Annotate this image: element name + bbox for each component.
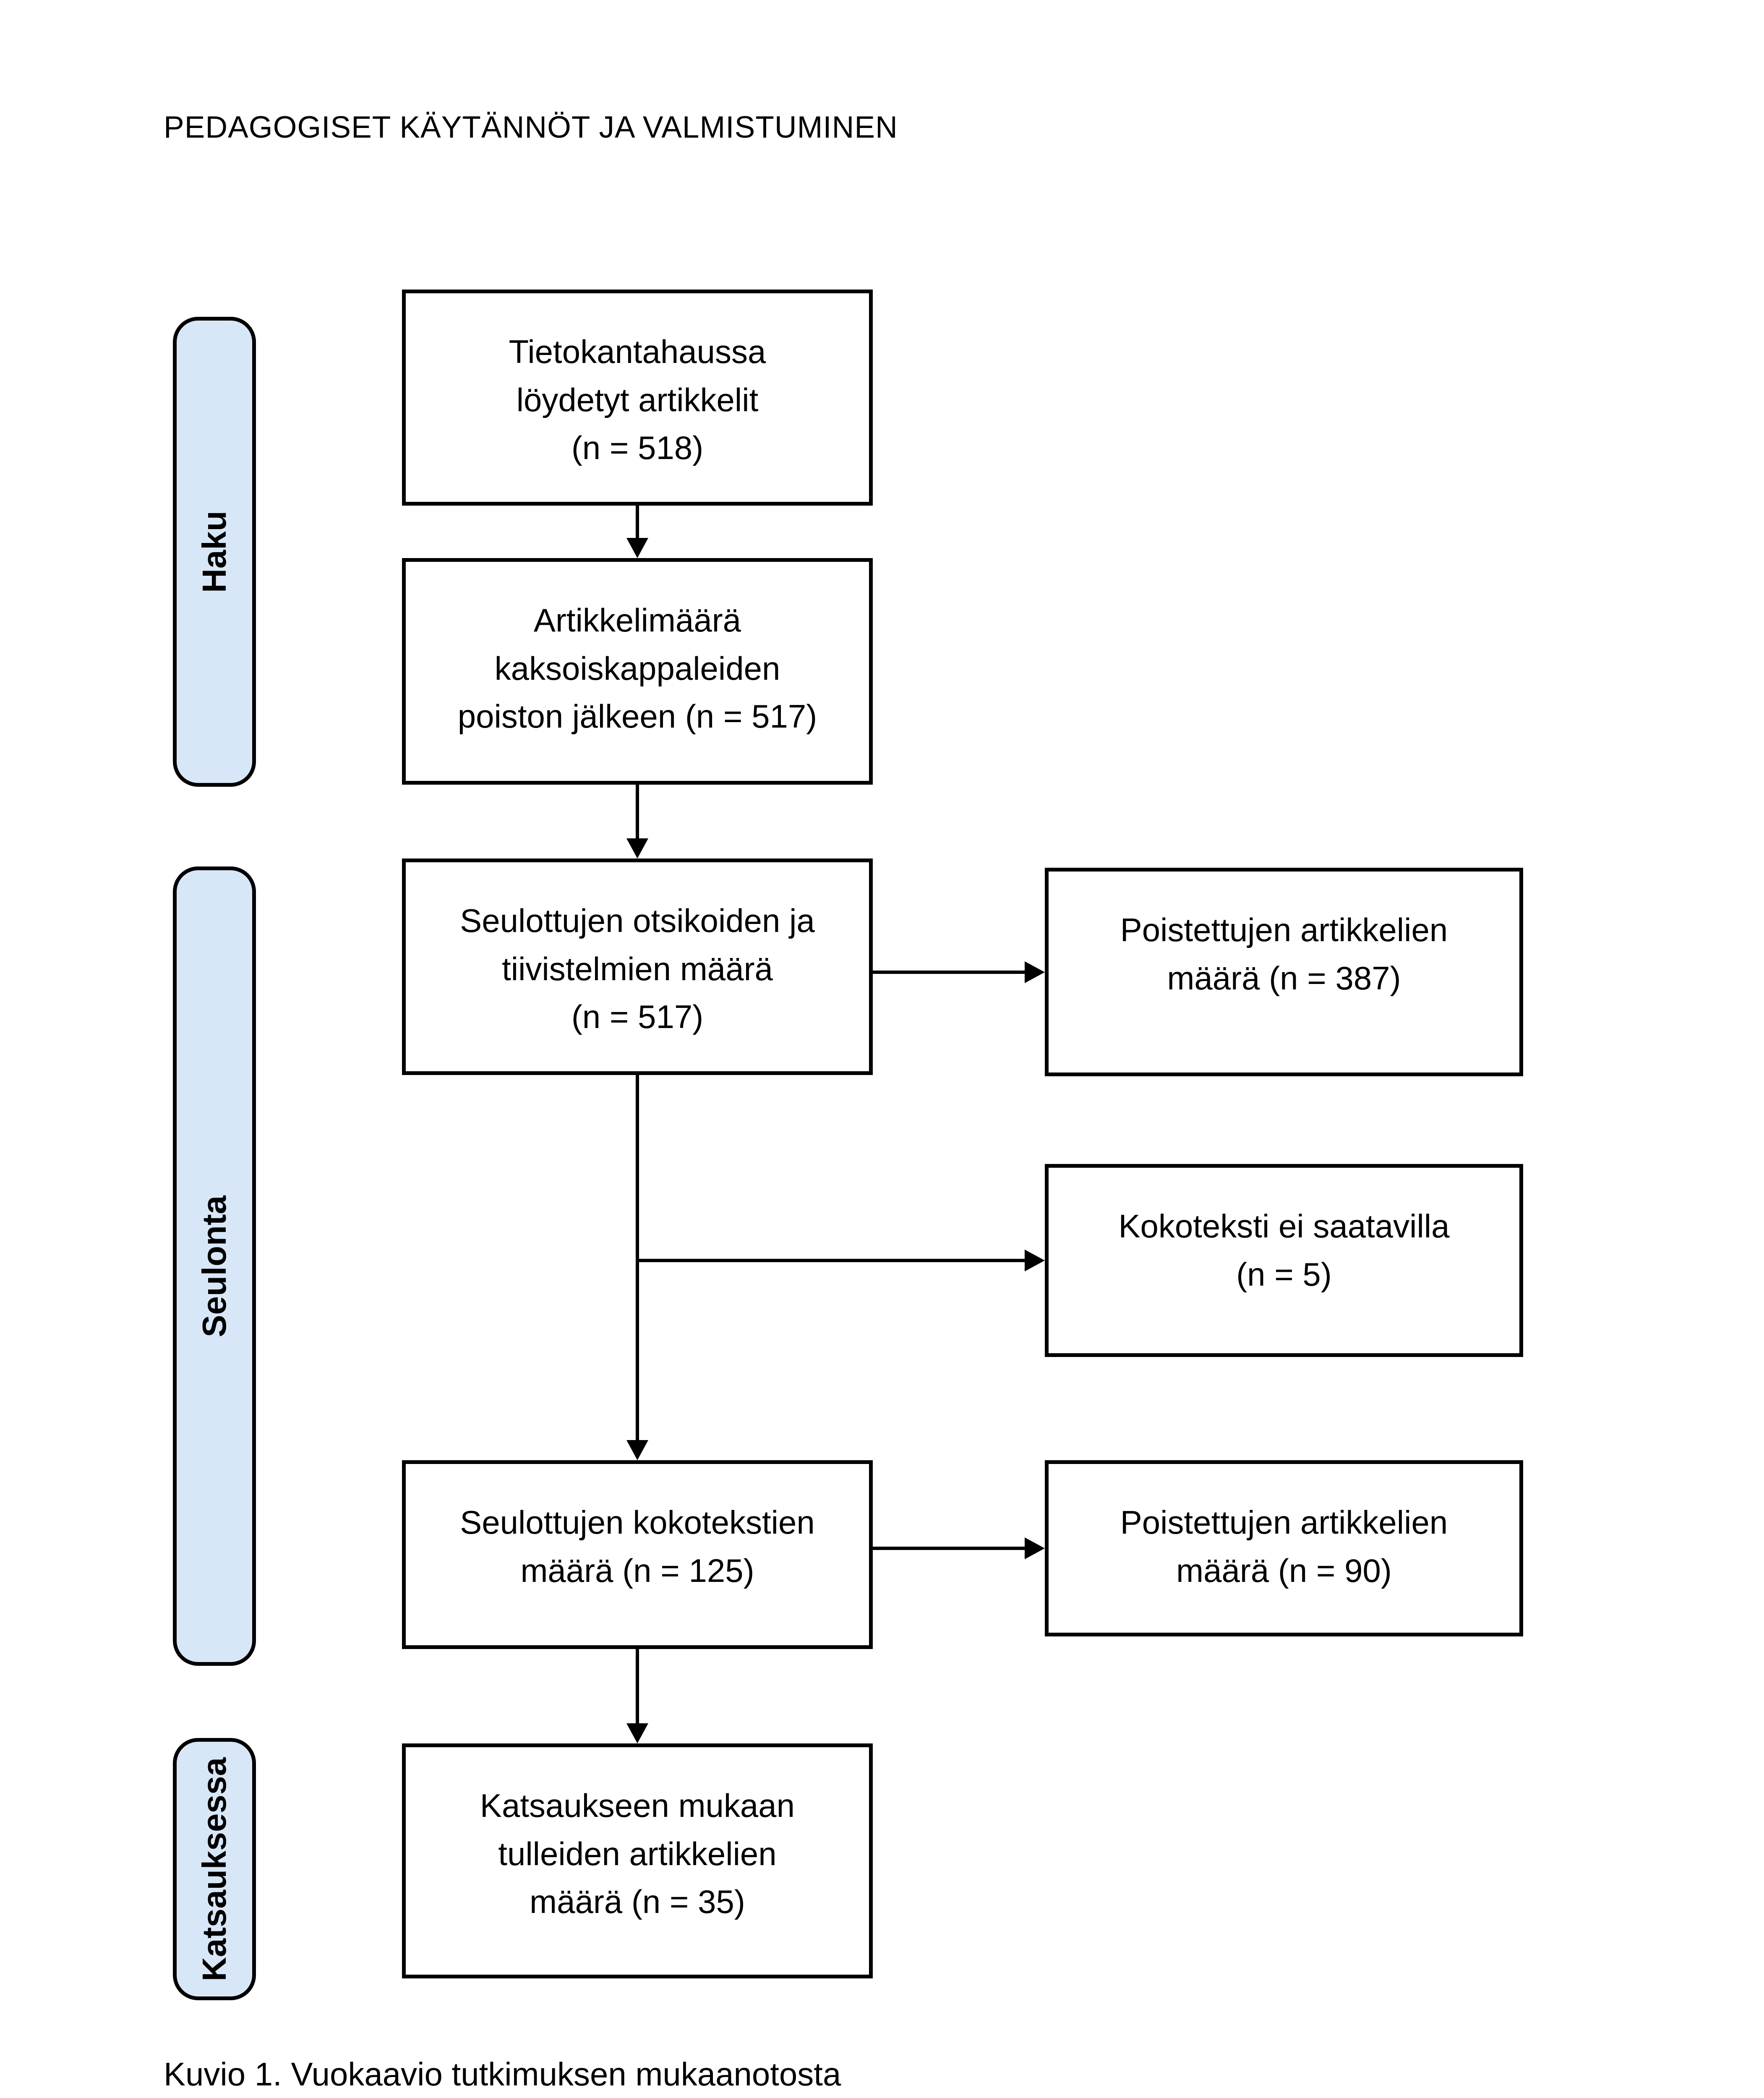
arrow-screening-to-excluded387-head-icon xyxy=(1025,961,1045,983)
stage-katsauksessa-label: Katsauksessa xyxy=(196,1757,233,1981)
flow-box-excluded-90: Poistettujen artikkelien määrä (n = 90) xyxy=(1045,1460,1523,1636)
stage-haku-label: Haku xyxy=(196,511,233,593)
arrow-fulltext-to-excluded90-head-icon xyxy=(1025,1537,1045,1559)
arrow-dedup-to-screening-head-icon xyxy=(626,838,648,859)
flow-box-after-deduplication: Artikkelimäärä kaksoiskappaleiden poisto… xyxy=(402,558,873,785)
arrow-branch-to-fulltext-unavailable-head-icon xyxy=(1025,1250,1045,1271)
arrow-search-to-dedup-head-icon xyxy=(626,538,648,558)
arrow-screening-to-excluded387-line xyxy=(873,971,1026,974)
stage-seulonta-label: Seulonta xyxy=(196,1195,233,1337)
figure-caption: Kuvio 1. Vuokaavio tutkimuksen mukaanoto… xyxy=(164,2056,841,2093)
arrow-fulltext-to-excluded90-line xyxy=(873,1547,1026,1550)
flow-box-titles-abstracts-screened: Seulottujen otsikoiden ja tiivistelmien … xyxy=(402,859,873,1075)
stage-katsauksessa: Katsauksessa xyxy=(173,1738,256,2000)
arrow-fulltext-to-included-line xyxy=(636,1649,639,1725)
flow-box-excluded-387: Poistettujen artikkelien määrä (n = 387) xyxy=(1045,868,1523,1076)
arrow-screening-to-fulltext-head-icon xyxy=(626,1440,648,1460)
stage-haku: Haku xyxy=(173,317,256,787)
stage-seulonta: Seulonta xyxy=(173,866,256,1666)
arrow-dedup-to-screening-line xyxy=(636,785,639,840)
arrow-fulltext-to-included-head-icon xyxy=(626,1723,648,1743)
flow-box-included-in-review: Katsaukseen mukaan tulleiden artikkelien… xyxy=(402,1743,873,1978)
arrow-screening-to-fulltext-line xyxy=(636,1075,639,1442)
arrow-search-to-dedup-line xyxy=(636,506,639,540)
flow-box-database-search: Tietokantahaussa löydetyt artikkelit (n … xyxy=(402,290,873,506)
flow-box-fulltexts-screened: Seulottujen kokotekstien määrä (n = 125) xyxy=(402,1460,873,1649)
arrow-branch-to-fulltext-unavailable-line xyxy=(636,1259,1026,1262)
page-title: PEDAGOGISET KÄYTÄNNÖT JA VALMISTUMINEN xyxy=(164,110,898,144)
flow-box-fulltext-unavailable: Kokoteksti ei saatavilla (n = 5) xyxy=(1045,1164,1523,1357)
